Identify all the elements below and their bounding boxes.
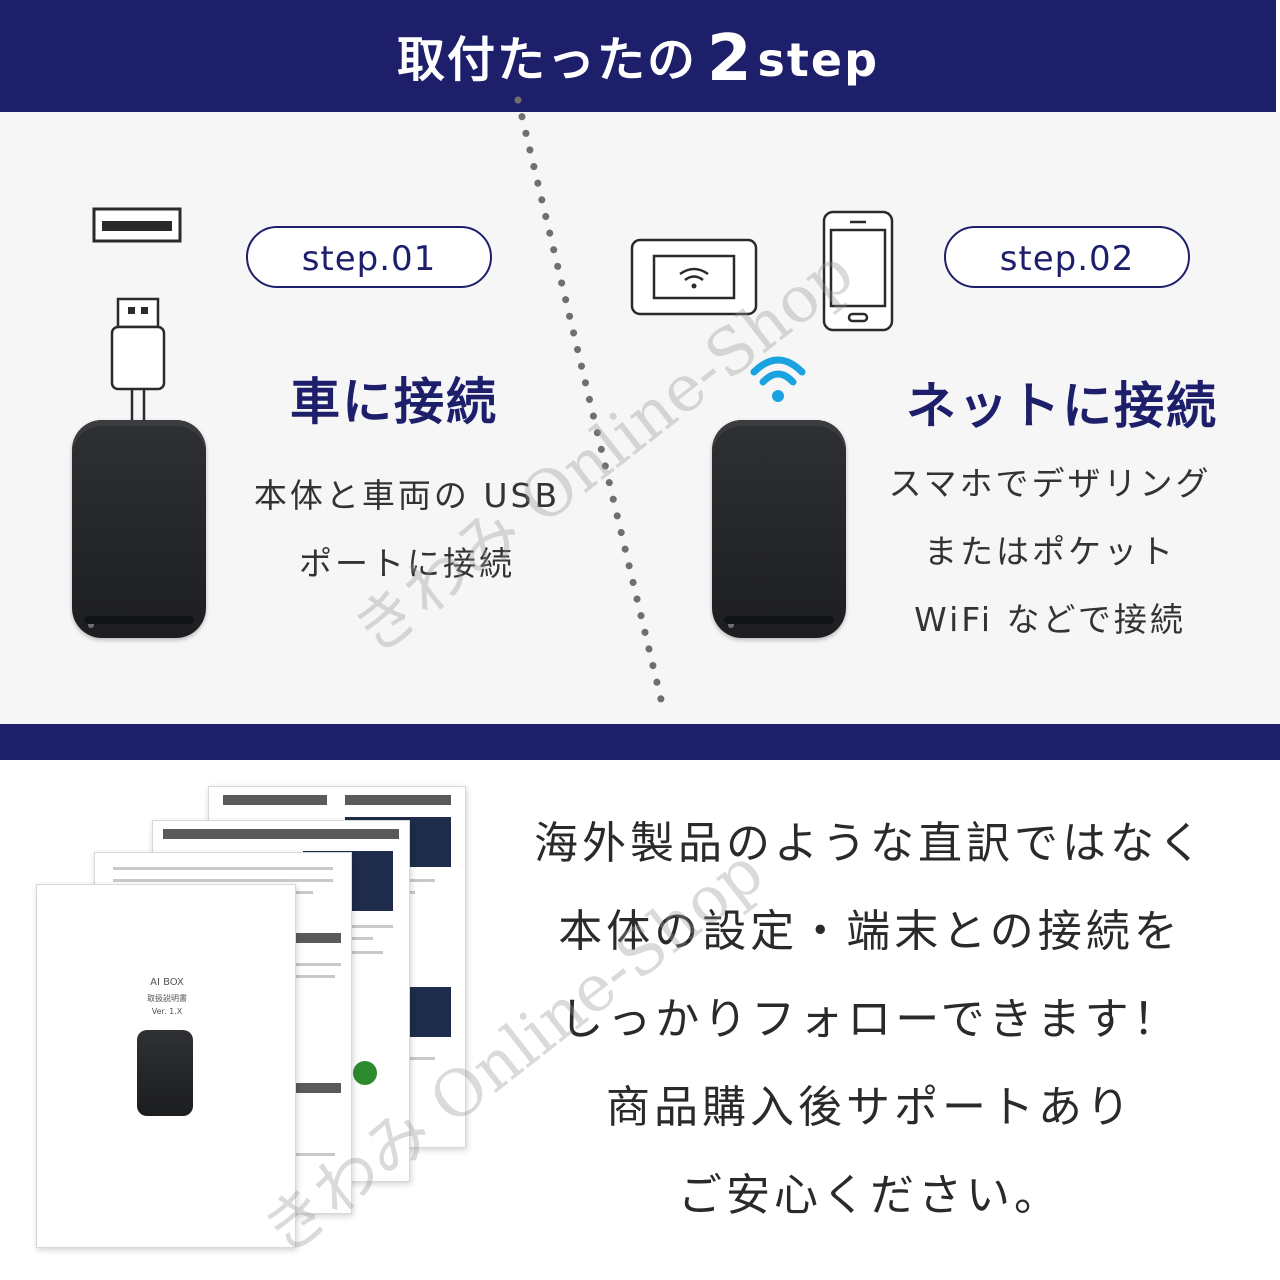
manual-device-image [137,1030,193,1116]
step-01-desc-line: 本体と車両の USB [253,476,561,515]
smartphone-icon [822,210,894,332]
step-02-desc-line: スマホでデザリング [888,464,1212,503]
manual-cover-subtitle: 取扱説明書 [147,994,187,1003]
dotted-divider [514,96,668,716]
manual-cover-title: AI BOX [150,977,184,988]
title-number: 2 [706,22,754,96]
step-01-description: 本体と車両の USB ポートに接続 [232,462,582,598]
wifi-signal-icon [750,356,806,402]
step-02-pill: step.02 [944,226,1190,288]
support-line: 本体の設定・端末との接続を [558,906,1182,957]
title-suffix: step [757,33,880,87]
ai-box-device-1 [72,420,206,638]
usb-port-icon [92,207,182,243]
manual-cover-page: AI BOX 取扱説明書 Ver. 1.X [36,884,296,1248]
support-line: しっかりフォローできます！ [559,994,1181,1045]
step-01-pill: step.01 [246,226,492,288]
support-line: ご安心ください。 [678,1170,1062,1221]
pocket-wifi-icon [630,238,758,316]
support-line: 商品購入後サポートあり [606,1082,1134,1133]
title-prefix: 取付たったの [396,32,697,88]
step-02-desc-line: またはポケット [924,532,1176,571]
section-divider-band [0,724,1280,760]
status-led [88,622,94,628]
support-message: 海外製品のような直訳ではなく 本体の設定・端末との接続を しっかりフォローできま… [470,800,1270,1240]
steps-panel [0,112,1280,724]
step-01-desc-line: ポートに接続 [299,544,515,583]
support-line: 海外製品のような直訳ではなく [534,818,1206,869]
step-02-heading: ネットに接続 [906,377,1218,435]
usb-cable-icon [110,297,166,425]
step-02-description: スマホでデザリング またはポケット WiFi などで接続 [870,450,1230,654]
step-02-desc-line: WiFi などで接続 [914,600,1186,639]
status-led [728,622,734,628]
step-01-heading: 車に接続 [290,373,498,431]
manual-cover-version: Ver. 1.X [151,1007,183,1016]
ai-box-device-2 [712,420,846,638]
header-band [0,0,1276,112]
